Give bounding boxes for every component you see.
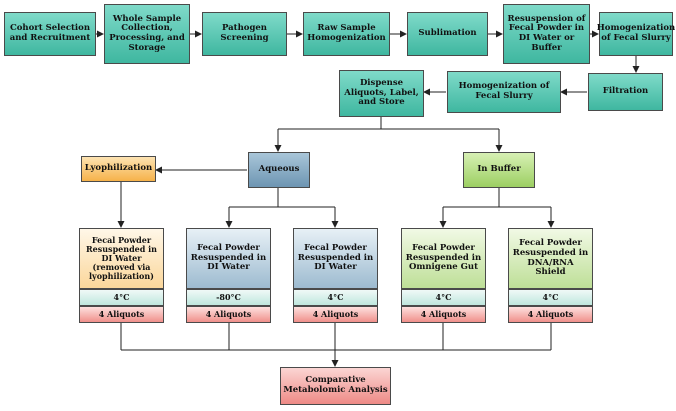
branch-in-buffer: In Buffer [463,152,535,188]
step-cohort-selection: Cohort Selection and Recruitment [4,12,96,56]
step-sample-collection: Whole Sample Collection, Processing, and… [104,4,190,64]
step-filtration: Filtration [588,73,663,111]
sample-temperature: 4°C [508,289,593,306]
final-comparative-analysis: Comparative Metabolomic Analysis [280,367,391,405]
sample-temperature: 4°C [79,289,164,306]
step-sublimation: Sublimation [407,12,488,56]
branch-lyophilization: Lyophilization [81,156,156,182]
sample-label: Fecal Powder Resuspended in DNA/RNA Shie… [508,228,593,289]
step-dispense-aliquots: Dispense Aliquots, Label, and Store [339,70,424,117]
branch-aqueous: Aqueous [248,152,310,188]
sample-temperature: -80°C [186,289,271,306]
sample-aliquots: 4 Aliquots [186,306,271,323]
sample-label: Fecal Powder Resuspended in Omnigene Gut [401,228,486,289]
sample-aliquots: 4 Aliquots [401,306,486,323]
sample-aliquots: 4 Aliquots [293,306,378,323]
step-homogenization-slurry: Homogenization of Fecal Slurry [597,12,675,56]
sample-label: Fecal Powder Resuspended in DI Water [186,228,271,289]
sample-temperature: 4°C [401,289,486,306]
sample-aliquots: 4 Aliquots [79,306,164,323]
step-resuspension: Resuspension of Fecal Powder in DI Water… [503,4,590,64]
sample-label: Fecal Powder Resuspended in DI Water (re… [79,228,164,289]
sample-label: Fecal Powder Resuspended in DI Water [293,228,378,289]
step-raw-homogenization: Raw Sample Homogenization [303,12,390,56]
step-pathogen-screening: Pathogen Screening [202,12,287,56]
step-homogenization-slurry-2: Homogenization of Fecal Slurry [447,71,561,113]
sample-aliquots: 4 Aliquots [508,306,593,323]
sample-temperature: 4°C [293,289,378,306]
